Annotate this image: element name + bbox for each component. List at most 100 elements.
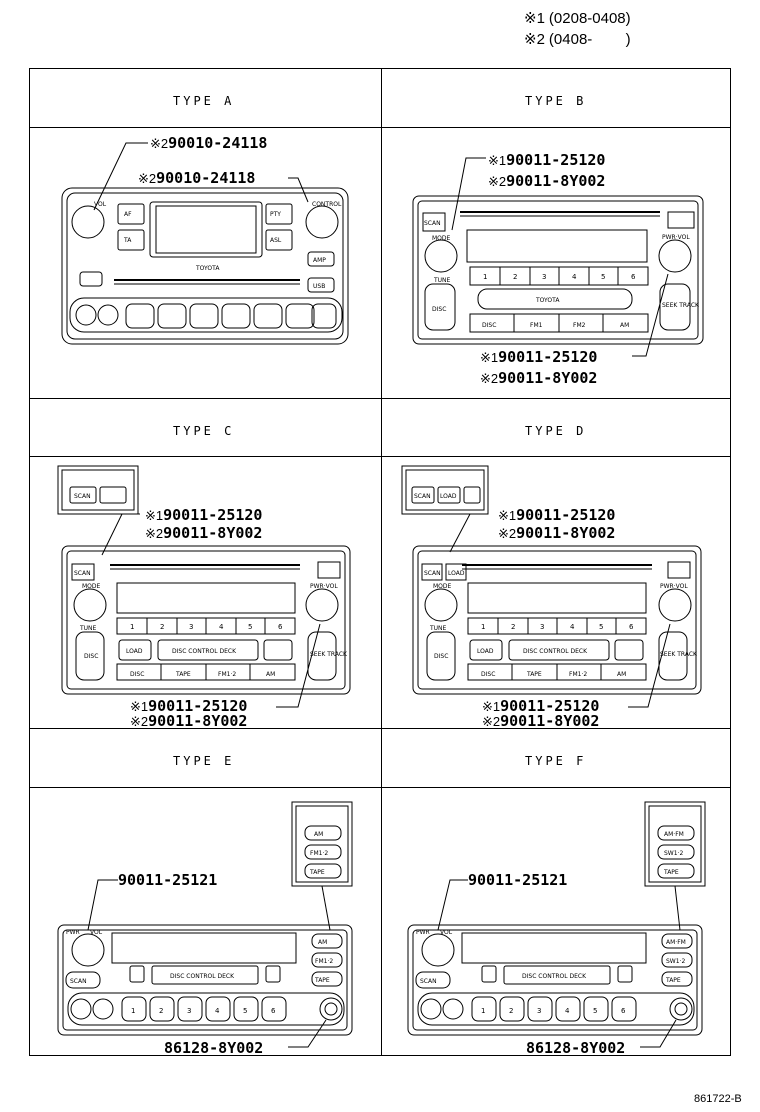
divider	[30, 398, 730, 399]
mode-label: MODE	[82, 583, 101, 590]
tape-label: TAPE	[314, 977, 330, 984]
pwr-vol-label: PWR·VOL	[310, 583, 338, 590]
seek-track-label: SEEK TRACK	[662, 302, 700, 309]
pwr-label: PWR	[66, 929, 80, 936]
disc-control-deck-label: DISC CONTROL DECK	[172, 648, 237, 655]
part-number-e-top: 90011-25121	[118, 871, 218, 889]
tape-label: TAPE	[665, 977, 681, 984]
part-number-d-bot1: ※190011-25120	[482, 697, 600, 715]
legend-range: (0208-0408)	[548, 10, 631, 27]
ta-label: TA	[123, 237, 132, 244]
mode-knob	[424, 239, 458, 273]
type-a-label: TYPE A	[173, 94, 235, 108]
type-f-label: TYPE F	[525, 754, 587, 768]
seek-track-label: SEEK TRACK	[310, 651, 348, 658]
preset-5: 5	[599, 623, 603, 631]
legend-range: (0408- )	[548, 31, 631, 48]
tape-button-label: TAPE	[175, 671, 191, 678]
preset-3: 3	[189, 623, 193, 631]
disc-label: DISC	[432, 306, 446, 313]
part-number-d-top2: ※290011-8Y002	[498, 524, 616, 542]
preset-2: 2	[160, 623, 164, 631]
usb-label: USB	[313, 283, 325, 290]
disc-label: DISC	[84, 653, 98, 660]
type-b-label: TYPE B	[525, 94, 587, 108]
display-screen	[149, 201, 263, 258]
preset-5: 5	[601, 273, 605, 281]
vol-label: VOL	[90, 929, 103, 936]
legend-mark: ※1	[524, 10, 545, 27]
part-number-b-bot1: ※190011-25120	[480, 348, 598, 366]
preset-numbers: 1 2 3 4 5 6 1 2 3 4 5 6 1 2 3 4 5 6 1 2 …	[130, 273, 636, 1015]
preset-4: 4	[570, 623, 575, 631]
am-button-label: AM	[620, 322, 629, 329]
brand-label: TOYOTA	[195, 265, 220, 272]
drawing-number: 861722-B	[694, 1093, 742, 1105]
disc-control-deck-label: DISC CONTROL DECK	[523, 648, 588, 655]
tape-label: TAPE	[309, 869, 325, 876]
preset-3: 3	[540, 623, 544, 631]
part-number-c-top2: ※290011-8Y002	[145, 524, 263, 542]
legend: ※1(0208-0408) ※2(0408- )	[524, 8, 631, 50]
sw12-label: SW1·2	[664, 850, 683, 857]
radio-type-a	[61, 187, 349, 345]
scan-label: SCAN	[424, 220, 441, 227]
part-number-f-top: 90011-25121	[468, 871, 568, 889]
part-number-a-top: ※290010-24118	[150, 134, 268, 152]
legend-mark: ※2	[524, 31, 545, 48]
pwr-vol-label: PWR·VOL	[662, 234, 690, 241]
part-number-b-top1: ※190011-25120	[488, 151, 606, 169]
control-label: CONTROL	[312, 201, 342, 208]
radio-type-f	[407, 801, 706, 1036]
fm12-label: FM1·2	[310, 850, 328, 857]
load-label: LOAD	[477, 648, 494, 655]
preset-6: 6	[278, 623, 283, 631]
preset-1: 1	[130, 623, 134, 631]
pwr-vol-knob	[71, 933, 105, 967]
part-number-c-bot2: ※290011-8Y002	[130, 712, 248, 730]
part-number-f-bot: 86128-8Y002	[526, 1039, 626, 1057]
display-screen	[466, 229, 648, 263]
preset-5: 5	[243, 1007, 247, 1015]
scan-label: SCAN	[74, 570, 91, 577]
type-e-label: TYPE E	[173, 754, 235, 768]
legend-row: ※2(0408- )	[524, 29, 631, 50]
scan-label: SCAN	[414, 493, 431, 500]
preset-5: 5	[248, 623, 252, 631]
tape-button-label: TAPE	[526, 671, 542, 678]
pwr-vol-knob	[421, 933, 455, 967]
disc-control-deck-label: DISC CONTROL DECK	[522, 973, 587, 980]
preset-6: 6	[629, 623, 634, 631]
part-number-c-top1: ※190011-25120	[145, 506, 263, 524]
am-label: AM	[318, 939, 327, 946]
divider	[30, 787, 730, 788]
pwr-vol-label: PWR·VOL	[660, 583, 688, 590]
fm2-button-label: FM2	[573, 322, 586, 329]
preset-2: 2	[513, 273, 517, 281]
am-button-label: AM	[266, 671, 275, 678]
display-screen	[461, 932, 647, 964]
fm12-button-label: FM1·2	[218, 671, 236, 678]
preset-5: 5	[593, 1007, 597, 1015]
preset-4: 4	[572, 273, 577, 281]
mode-knob	[73, 588, 107, 622]
amp-label: AMP	[313, 257, 326, 264]
mode-label: MODE	[432, 235, 451, 242]
disc-button-label: DISC	[482, 322, 496, 329]
asl-label: ASL	[270, 237, 282, 244]
display-screen	[467, 582, 647, 614]
display-screen	[116, 582, 296, 614]
amfm-label: AM·FM	[666, 939, 686, 946]
preset-2: 2	[511, 623, 515, 631]
preset-2: 2	[509, 1007, 513, 1015]
disc-control-deck-label: DISC CONTROL DECK	[170, 973, 235, 980]
preset-1: 1	[131, 1007, 135, 1015]
load-label: LOAD	[448, 570, 465, 577]
mode-knob	[424, 588, 458, 622]
display-screen	[111, 932, 297, 964]
divider	[30, 728, 730, 729]
sw12-label: SW1·2	[666, 958, 685, 965]
tape-label: TAPE	[663, 869, 679, 876]
pty-label: PTY	[270, 211, 281, 218]
